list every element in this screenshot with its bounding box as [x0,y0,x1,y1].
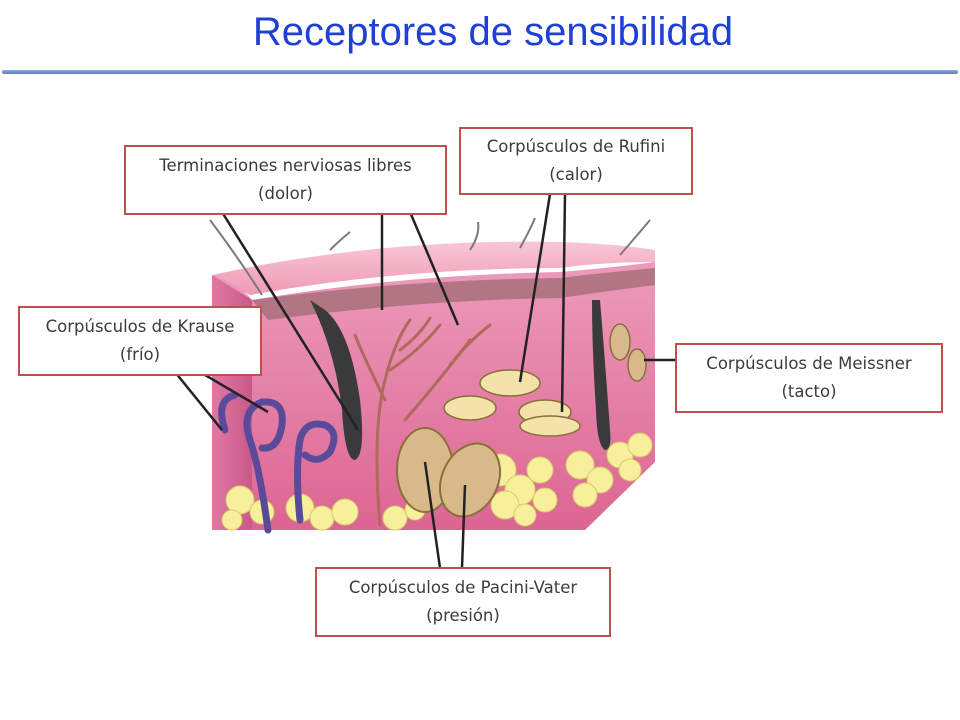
label-libres-line2: (dolor) [258,184,313,203]
label-corpusculos-meissner: Corpúsculos de Meissner (tacto) [675,343,943,413]
label-meissner-line2: (tacto) [781,382,837,401]
leader-pacini-1 [423,461,442,569]
label-terminaciones-libres: Terminaciones nerviosas libres (dolor) [124,145,447,215]
label-rufini-line1: Corpúsculos de Rufini [486,137,666,156]
leader-krause-1 [174,371,223,431]
label-krause-line2: (frío) [119,345,161,364]
label-pacini-line2: (presión) [426,606,500,625]
leader-lines [174,193,678,569]
label-corpusculos-krause: Corpúsculos de Krause (frío) [18,306,262,376]
meissner-corpuscles [609,323,647,382]
leader-krause-2 [199,370,269,414]
label-krause-line1: Corpúsculos de Krause [45,317,235,336]
label-rufini-line2: (calor) [549,165,603,184]
leader-rufini-2 [560,193,567,413]
label-corpusculos-rufini: Corpúsculos de Rufini (calor) [459,127,693,195]
hair-follicles [310,300,611,460]
title-underline [2,70,958,74]
leader-pacini-2 [460,484,467,569]
label-pacini-line1: Corpúsculos de Pacini-Vater [348,578,578,597]
label-libres-line1: Terminaciones nerviosas libres [159,156,412,175]
label-meissner-line1: Corpúsculos de Meissner [706,354,912,373]
free-nerve-endings [353,316,492,527]
rufini-corpuscles [443,369,581,437]
leader-rufini-1 [518,193,552,383]
leader-libres-3 [408,211,460,326]
hair-shafts [209,217,651,296]
page-title: Receptores de sensibilidad [252,10,734,54]
label-corpusculos-pacini: Corpúsculos de Pacini-Vater (presión) [315,567,611,637]
leader-libres-1 [220,211,360,431]
dermis-band [252,268,655,320]
krause-corpuscles [218,391,338,534]
